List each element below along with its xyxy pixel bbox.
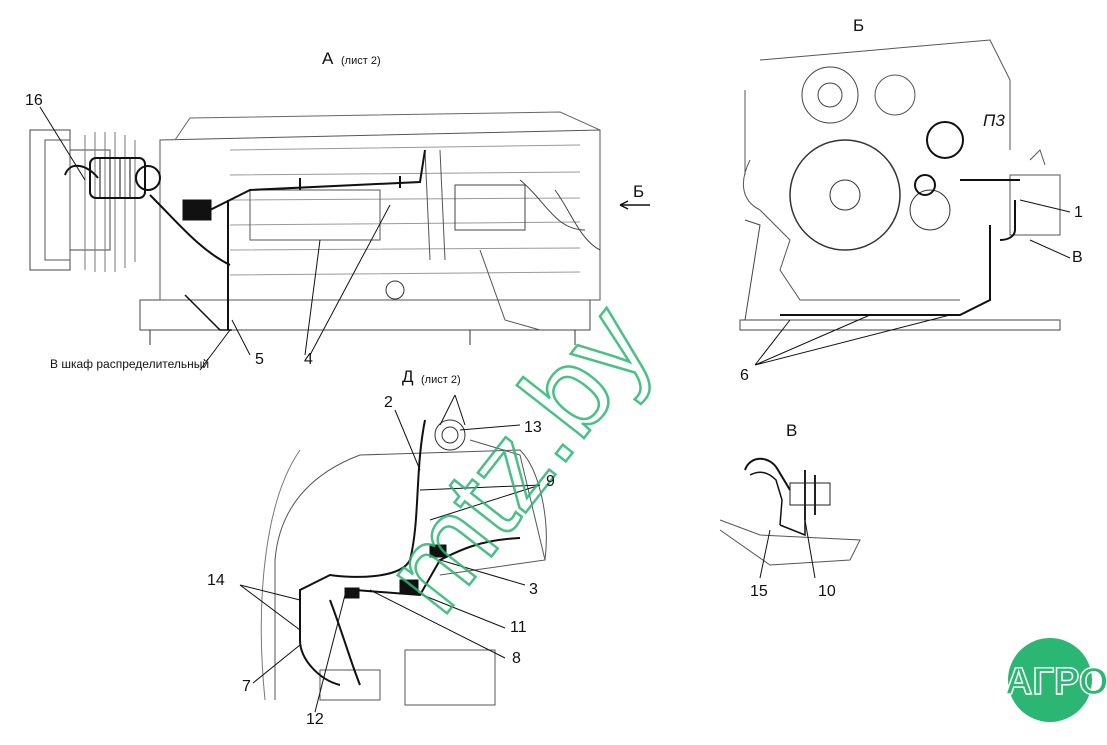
view-a-label: А bbox=[322, 49, 334, 68]
view-d-label: Д bbox=[402, 367, 414, 386]
callout-5: 5 bbox=[255, 351, 264, 368]
callout-3: 3 bbox=[529, 581, 538, 598]
view-v-label: В bbox=[786, 421, 798, 440]
callout-16: 16 bbox=[25, 92, 43, 109]
callout-v-marker: В bbox=[1072, 249, 1083, 266]
cabinet-note: В шкаф распределительный bbox=[50, 357, 210, 371]
arrow-b-label: Б bbox=[633, 182, 645, 201]
view-b-arrow bbox=[619, 200, 650, 210]
engine-side-view bbox=[29, 111, 601, 345]
callout-7: 7 bbox=[242, 678, 251, 695]
logo-text: АГРОНКА bbox=[1005, 661, 1107, 703]
callout-6: 6 bbox=[740, 367, 749, 384]
callout-14: 14 bbox=[207, 572, 225, 589]
callout-9: 9 bbox=[546, 473, 555, 490]
detail-v-view bbox=[719, 457, 861, 566]
callout-12: 12 bbox=[306, 711, 324, 728]
callout-13: 13 bbox=[524, 419, 542, 436]
cab-side-view bbox=[260, 419, 547, 706]
callout-1: 1 bbox=[1074, 204, 1083, 221]
callout-11: 11 bbox=[510, 619, 527, 636]
callout-4: 4 bbox=[304, 351, 313, 368]
callout-10: 10 bbox=[818, 583, 836, 600]
p3-marking: П3 bbox=[983, 111, 1005, 130]
agronka-logo: АГРОНКА bbox=[1004, 638, 1107, 722]
callout-2: 2 bbox=[384, 394, 393, 411]
view-b-label: Б bbox=[853, 16, 865, 35]
callout-15: 15 bbox=[750, 583, 768, 600]
view-d-sheet: (лист 2) bbox=[421, 374, 461, 386]
view-a-sheet: (лист 2) bbox=[341, 55, 381, 67]
callout-8: 8 bbox=[512, 650, 521, 667]
engine-front-view bbox=[739, 39, 1061, 331]
leader-lines bbox=[39, 106, 1071, 713]
